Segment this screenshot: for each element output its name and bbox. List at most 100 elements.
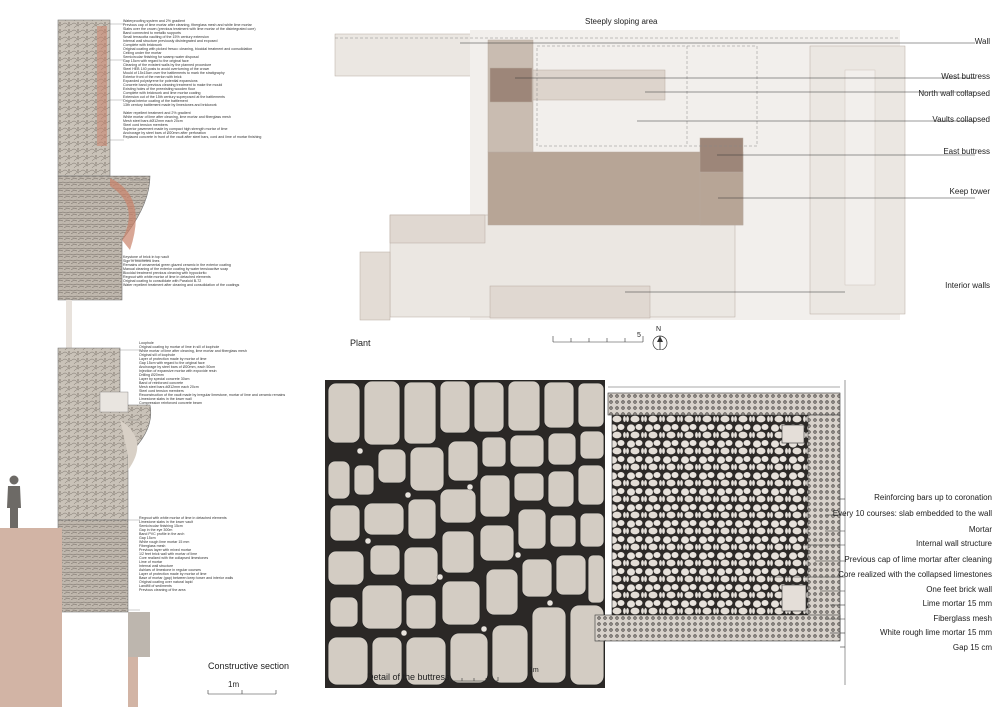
section-drawing xyxy=(0,19,277,707)
note: Exterior front of the merlon with brick xyxy=(123,75,182,79)
note: White mortar of lime after cleaning, lim… xyxy=(123,115,231,119)
plan-label-north-wall: North wall collapsed xyxy=(918,89,990,98)
note: Limestone slabs in the lower wall xyxy=(139,397,192,401)
detail-label-slab: Every 10 courses: slab embedded to the w… xyxy=(832,509,992,518)
note: Small terracotta vaulting of the 15% cen… xyxy=(123,35,209,39)
note: Superior pavement made by compact high s… xyxy=(123,127,228,131)
section-mid-notes: Keystone of brick in top vault Sign in b… xyxy=(123,255,303,287)
detail-scale-label: 1m xyxy=(529,667,539,674)
note: Complete with brickwork and lime mortar … xyxy=(123,91,201,95)
note: Reconstruction of the vault made by irre… xyxy=(139,393,286,397)
note: Sign in brocheted lines xyxy=(123,259,160,263)
note: Lime of mortar xyxy=(139,560,163,564)
buttress-core xyxy=(611,414,813,638)
section-top-notes: Waterproofing system and 2% gradient Pre… xyxy=(123,19,303,139)
note: Internal wall structure previously disin… xyxy=(123,39,218,43)
note: Original coating with picked fresco: cle… xyxy=(123,47,253,51)
note: Complete with brickwork xyxy=(123,43,162,47)
plan-scale-bar xyxy=(552,336,644,343)
detail-label-fiberglass: Fiberglass mesh xyxy=(933,614,992,623)
detail-label-brick-wall: One feet brick wall xyxy=(926,585,992,594)
detail-label-previous-cap: Previous cap of lime mortar after cleani… xyxy=(844,555,992,564)
section-base-notes: Regrout with white mortar of lime in det… xyxy=(139,516,299,592)
note: Extension out of the 15th century superp… xyxy=(123,95,225,99)
plan-label-west-buttress: West buttress xyxy=(941,72,990,81)
ground xyxy=(0,528,62,707)
note: Concrete band previous cleaning treatmen… xyxy=(123,83,223,87)
detail-label-reinforcing-bars: Reinforcing bars up to coronation xyxy=(874,493,992,502)
detail-label-lime-mortar: Lime mortar 15 mm xyxy=(922,599,992,608)
plan-label-wall: Wall xyxy=(974,37,990,46)
plan-drawing xyxy=(334,30,975,350)
note: Previous cleaning of the area xyxy=(139,588,186,592)
note: Steel HEB 140 posts to avoid overturning… xyxy=(123,67,210,71)
note: Keystone of brick in top vault xyxy=(123,255,169,259)
note: Mesh steel bars #Ø12mm each 20cm xyxy=(139,385,199,389)
plan-north-label: N xyxy=(656,326,662,333)
plan-label-interior-walls: Interior walls xyxy=(945,281,990,290)
human-scale-figure xyxy=(7,475,21,528)
note: Layer by special concrete 30cm xyxy=(139,377,190,381)
note: Base of mortar (gap) between keep tower … xyxy=(139,576,234,580)
detail-label-gap: Gap 15 cm xyxy=(952,643,992,652)
note: Original coating by mortar of lime in si… xyxy=(139,345,220,349)
note: Gap 15cm with regard to the original fac… xyxy=(139,361,205,365)
note: Water repellent treatment and 2% gradien… xyxy=(123,111,191,115)
note: Mould of 15x15cm over the battlements to… xyxy=(123,71,225,75)
note: Previous layer with mixed mortar xyxy=(139,548,192,552)
note: Loophole xyxy=(139,341,154,345)
note: Anchorage by steel bars of Ø20mm, each 5… xyxy=(139,365,216,369)
note: Internal wall structure xyxy=(139,564,174,568)
detail-label-core: Core realized with the collapsed limesto… xyxy=(838,570,992,579)
detail-label-internal-wall: Internal wall structure xyxy=(915,539,992,548)
section-lower-notes: Loophole Original coating by mortar of l… xyxy=(139,341,299,405)
note: Replaced concrete in front of the vault … xyxy=(123,135,262,139)
note: Limestone slabs in the lower vault xyxy=(139,520,193,524)
note: Regrout with white mortar of lime in det… xyxy=(123,275,211,279)
note: Waterproofing system and 2% gradient xyxy=(123,19,185,23)
note: Steel cord tension members xyxy=(123,123,168,127)
note: Ceiling under the mortar xyxy=(123,51,162,55)
detail-label-mortar: Mortar xyxy=(968,525,992,534)
note: Manual cleaning of the exterior coating … xyxy=(123,267,229,271)
note: Gap 15cm with regard to the original fac… xyxy=(123,59,189,63)
note: Expanded polystyrene for potential expan… xyxy=(123,79,198,83)
note: Steel cord tension members xyxy=(139,389,184,393)
plan-top-text: Steeply sloping area xyxy=(585,17,658,26)
note: Semicircular finishing 15cm xyxy=(139,524,183,528)
note: Layer of protection made by mortar of li… xyxy=(139,357,207,361)
note: Biocidal treatment previous cleaning wit… xyxy=(123,271,207,275)
note: Gap 15cm xyxy=(139,536,156,540)
detail-drawing xyxy=(325,380,846,688)
note: Band connected to metallic supports xyxy=(123,31,181,35)
note: Drilling Ø20mm xyxy=(139,373,164,377)
section-scale-label: 1m xyxy=(228,680,240,689)
plan-label-vaults: Vaults collapsed xyxy=(932,115,990,124)
note: Slabs over the crown (previous treatment… xyxy=(123,27,256,31)
note: Existing holes of the preexisting wooden… xyxy=(123,87,196,91)
north-arrow-icon xyxy=(652,335,668,350)
note: Cleaning of the existent walls by the pl… xyxy=(123,63,212,67)
note: Anchorage by steel bars of Ø20mm after p… xyxy=(123,131,206,135)
note: White mortar of lime after cleaning, lim… xyxy=(139,349,247,353)
plan-title: Plant xyxy=(350,338,371,348)
note: Landfill of sediments xyxy=(139,584,172,588)
note: Semicircular finishing for swamp water d… xyxy=(123,55,199,59)
note: Ashlars of limestone in regular courses xyxy=(139,568,201,572)
section-scale-bar xyxy=(207,690,277,695)
note: Previous cap of lime mortar after cleani… xyxy=(123,23,252,27)
note: White rough lime mortar 15 mm xyxy=(139,540,190,544)
west-buttress xyxy=(489,67,533,103)
note: Original coating over natural lapid xyxy=(139,580,193,584)
note: 1/2 feet brick wall with mortar of lime xyxy=(139,552,198,556)
note: Band of reinforced concrete xyxy=(139,381,184,385)
plan-label-keep-tower: Keep tower xyxy=(949,187,990,196)
note: Compression reinforced concrete beam xyxy=(139,401,202,405)
note: 13th century battlement made by limeston… xyxy=(123,103,217,107)
detail-title: Detail of the buttress xyxy=(367,672,450,682)
note: Regrout with white mortar of lime in det… xyxy=(139,516,227,520)
section-title: Constructive section xyxy=(208,661,290,671)
note: Fiberglass mesh xyxy=(139,544,166,548)
note: Original coating to consolidate with Par… xyxy=(123,279,202,283)
note: Injection of expansive mortar with expox… xyxy=(139,369,217,373)
